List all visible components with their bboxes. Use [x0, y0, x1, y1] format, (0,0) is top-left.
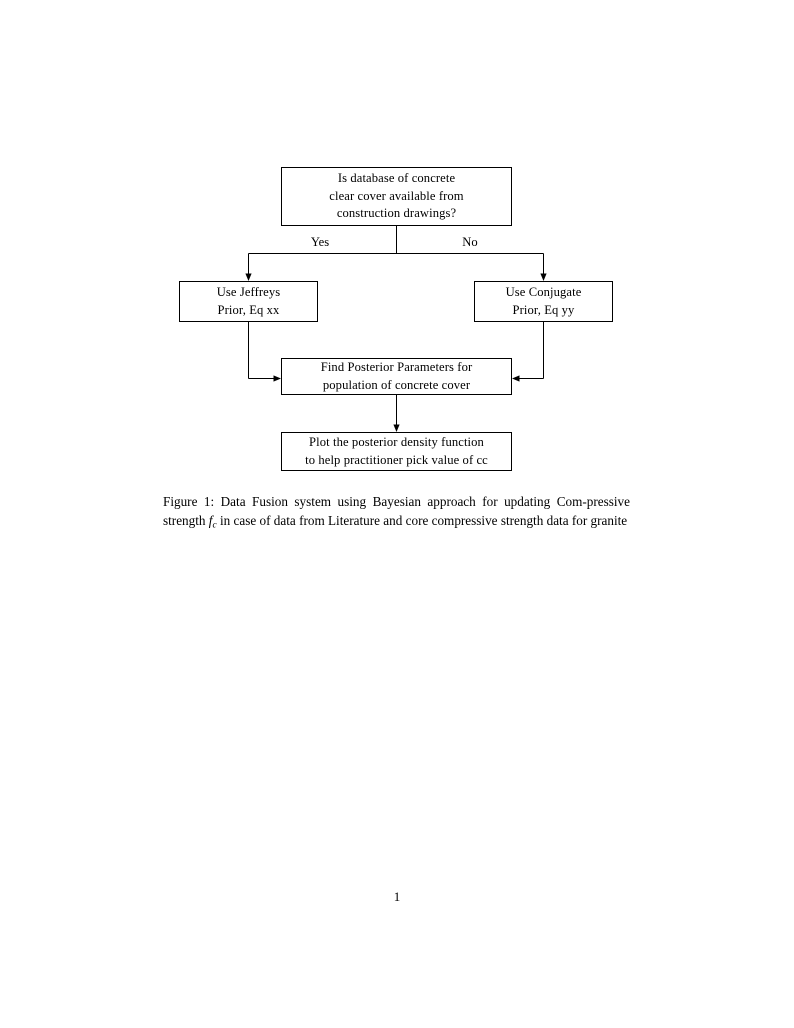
- flow-node-jeffreys-line-1: Use Jeffreys: [216, 284, 281, 299]
- flow-node-plot-line-1: Plot the posterior density function: [309, 434, 484, 449]
- flow-node-posterior-line-2: population of concrete cover: [322, 377, 471, 392]
- flow-node-conjugate-prior[interactable]: Use Conjugate Prior, Eq yy: [474, 281, 613, 322]
- flow-node-decision-line-3: construction drawings?: [336, 206, 457, 221]
- flow-node-jeffreys-line-2: Prior, Eq xx: [217, 302, 280, 317]
- figure-caption-label: Figure 1:: [163, 494, 215, 509]
- flow-node-jeffreys-prior[interactable]: Use Jeffreys Prior, Eq xx: [179, 281, 318, 322]
- flow-node-posterior-line-1: Find Posterior Parameters for: [320, 359, 473, 374]
- figure-caption-text-part-2: in case of data from Literature and core…: [216, 513, 628, 529]
- branch-label-yes: Yes: [310, 235, 330, 249]
- flow-node-plot-posterior-density[interactable]: Plot the posterior density function to h…: [281, 432, 512, 471]
- flow-node-decision-line-2: clear cover available from: [329, 188, 464, 203]
- figure-caption: Figure 1: Data Fusion system using Bayes…: [163, 492, 630, 534]
- figure-caption-text-part-1: Data Fusion system using Bayesian approa…: [163, 494, 630, 529]
- figure-caption-math-variable: f: [208, 513, 213, 529]
- flow-node-plot-line-2: to help practitioner pick value of cc: [305, 452, 488, 467]
- figure-flowchart: Is database of concrete clear cover avai…: [0, 0, 794, 500]
- flow-node-find-posterior-parameters[interactable]: Find Posterior Parameters for population…: [281, 358, 512, 395]
- flow-node-conjugate-line-1: Use Conjugate: [505, 284, 582, 299]
- flowchart-connectors: [245, 226, 547, 432]
- flow-node-conjugate-line-2: Prior, Eq yy: [512, 302, 575, 317]
- figure-caption-math-subscript: c: [212, 521, 217, 532]
- branch-label-no: No: [462, 235, 478, 249]
- flow-node-decision[interactable]: Is database of concrete clear cover avai…: [281, 167, 512, 226]
- flow-node-decision-line-1: Is database of concrete: [337, 170, 456, 185]
- page-number: 1: [393, 889, 401, 904]
